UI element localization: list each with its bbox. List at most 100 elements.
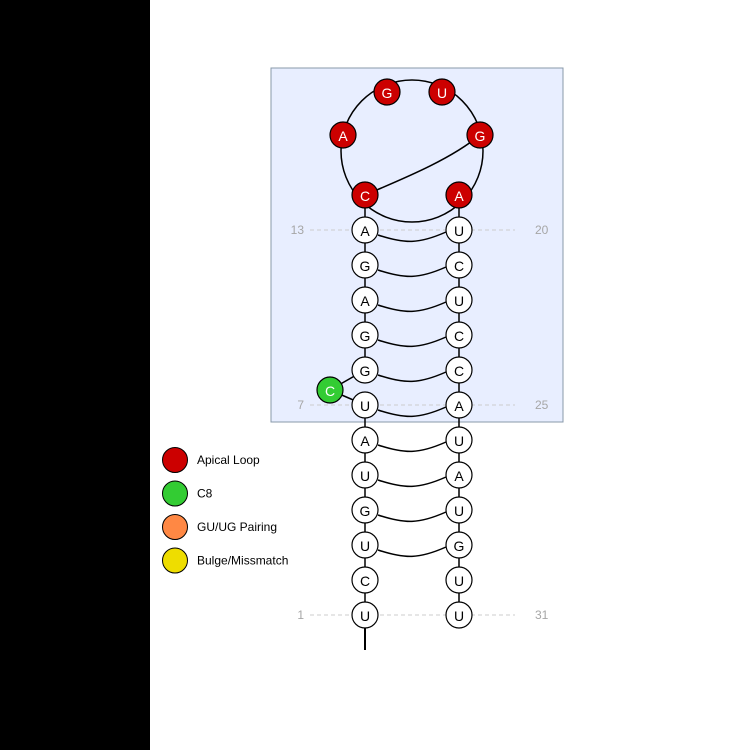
nucleotide-label: G [360, 328, 371, 344]
legend-swatch [162, 447, 188, 473]
nucleotide-apical-loop: C [351, 181, 379, 209]
position-number-right: 20 [535, 223, 549, 237]
nucleotide-circle [351, 601, 379, 629]
nucleotide-label: U [454, 433, 464, 449]
nucleotide-right: G [445, 531, 473, 559]
nucleotide-circle [445, 286, 473, 314]
nucleotide-label: A [454, 188, 464, 204]
nucleotide-right: U [445, 426, 473, 454]
nucleotide-circle [445, 601, 473, 629]
base-pair-line [377, 231, 447, 243]
nucleotide-circle [351, 321, 379, 349]
legend-swatch [162, 547, 188, 574]
nucleotide-left: G [351, 356, 379, 384]
nucleotide-right: U [445, 216, 473, 244]
nucleotide-left: G [351, 251, 379, 279]
nucleotide-label: G [475, 128, 486, 144]
nucleotide-circle [351, 251, 379, 279]
nucleotide-right: C [445, 356, 473, 384]
nucleotide-label: A [360, 223, 370, 239]
nucleotide-left: A [351, 216, 379, 244]
nucleotide-right: U [445, 566, 473, 594]
nucleotide-circle [351, 391, 379, 419]
nucleotide-left: U [351, 601, 379, 629]
nucleotide-circle [466, 121, 494, 149]
legend-label: C8 [197, 487, 213, 501]
nucleotide-right: C [445, 321, 473, 349]
nucleotide-circle [351, 496, 379, 524]
nucleotide-left: A [351, 426, 379, 454]
nucleotide-circle [351, 181, 379, 209]
base-pair-line [377, 511, 447, 523]
nucleotide-left: U [351, 531, 379, 559]
nucleotide-left: A [351, 286, 379, 314]
base-pair-line [377, 371, 447, 383]
nucleotide-label: G [360, 503, 371, 519]
nucleotide-bulge-c8: C [316, 376, 344, 404]
nucleotide-apical-loop: A [445, 181, 473, 209]
nucleotide-circle [351, 426, 379, 454]
nucleotide-circle [351, 461, 379, 489]
base-pair-line [377, 476, 447, 488]
nucleotide-label: C [360, 188, 370, 204]
base-pair-line [377, 546, 447, 558]
nucleotide-apical-loop: G [373, 78, 401, 106]
nucleotide-left: C [351, 566, 379, 594]
nucleotide-circle [445, 426, 473, 454]
nucleotide-label: U [360, 538, 370, 554]
nucleotide-circle [316, 376, 344, 404]
nucleotide-label: C [454, 363, 464, 379]
nucleotide-circle [428, 78, 456, 106]
base-pair-line [377, 301, 447, 313]
left-black-bar [0, 0, 150, 750]
legend-label: Bulge/Missmatch [197, 554, 288, 568]
nucleotide-right: A [445, 391, 473, 419]
nucleotide-circle [373, 78, 401, 106]
nucleotide-label: A [360, 433, 370, 449]
legend-item: C8 [162, 480, 213, 507]
nucleotide-left: U [351, 391, 379, 419]
nucleotide-circle [445, 496, 473, 524]
nucleotide-label: A [454, 468, 464, 484]
nucleotide-label: C [454, 258, 464, 274]
nucleotide-apical-loop: U [428, 78, 456, 106]
nucleotide-label: U [454, 608, 464, 624]
legend-label: Apical Loop [197, 453, 260, 467]
nucleotide-label: A [454, 398, 464, 414]
highlight-region [270, 67, 564, 423]
nucleotide-right: A [445, 461, 473, 489]
nucleotide-right: C [445, 251, 473, 279]
nucleotide-label: U [454, 573, 464, 589]
nucleotide-label: U [360, 398, 370, 414]
base-pair-line [377, 406, 447, 418]
nucleotide-apical-loop: G [466, 121, 494, 149]
number-guides [310, 229, 515, 616]
nucleotide-left: G [351, 496, 379, 524]
nucleotide-circle [351, 531, 379, 559]
legend-label: GU/UG Pairing [197, 520, 277, 534]
nucleotide-left: G [351, 321, 379, 349]
nucleotide-circle [445, 461, 473, 489]
nucleotide-label: C [360, 573, 370, 589]
nucleotide-left: U [351, 461, 379, 489]
nucleotide-right: U [445, 601, 473, 629]
nucleotide-circle [351, 566, 379, 594]
position-number-left: 1 [297, 608, 304, 622]
legend-swatch [162, 514, 188, 540]
nucleotide-label: C [454, 328, 464, 344]
nucleotide-circle [445, 566, 473, 594]
nucleotide-circle [351, 216, 379, 244]
position-number-left: 7 [297, 398, 304, 412]
nucleotide-label: U [454, 293, 464, 309]
base-pairs [377, 231, 447, 558]
nucleotide-label: U [454, 503, 464, 519]
legend-item: Apical Loop [162, 447, 260, 473]
nucleotide-circle [445, 181, 473, 209]
nucleotide-label: C [325, 383, 335, 399]
nucleotide-right: U [445, 286, 473, 314]
nucleotide-circle [445, 251, 473, 279]
